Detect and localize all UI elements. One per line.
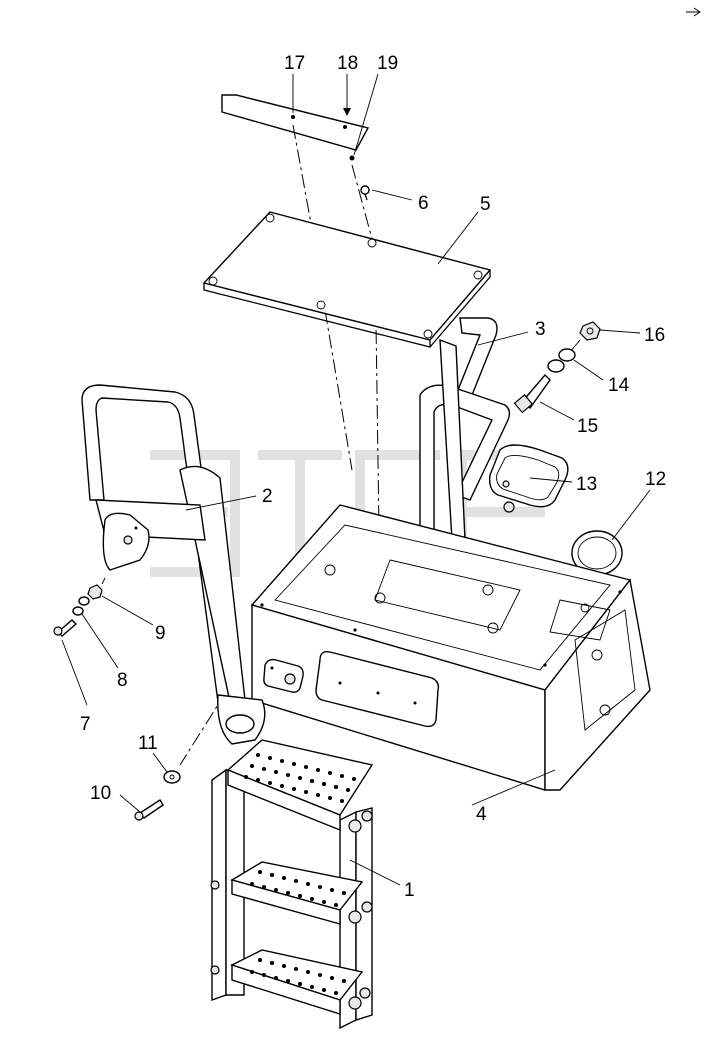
- callout-17: 17: [284, 53, 305, 74]
- callout-10: 10: [90, 783, 111, 804]
- callout-6: 6: [418, 193, 429, 214]
- part-12-round-cap: [571, 530, 623, 576]
- part-16-nut: [579, 321, 601, 341]
- callout-9: 9: [155, 623, 166, 644]
- callout-11: 11: [138, 733, 158, 754]
- callout-3: 3: [535, 319, 546, 340]
- part-15-bolt: [513, 373, 551, 414]
- callout-1: 1: [404, 880, 415, 901]
- callout-14: 14: [608, 375, 630, 396]
- centerline-c: [324, 309, 353, 471]
- part-2-left-handrail: [81, 384, 266, 745]
- part-5-cover-plate: [202, 211, 492, 348]
- corner-arrow-icon: [686, 7, 701, 17]
- part-9-nut: [87, 584, 103, 600]
- part-4-main-box: [250, 504, 651, 791]
- part-17-bracket: [221, 94, 370, 161]
- callout-13: 13: [576, 474, 597, 495]
- callout-15: 15: [577, 416, 598, 437]
- centerline-b: [351, 164, 376, 251]
- callout-16: 16: [644, 325, 665, 346]
- part-10-bolt: [134, 799, 164, 821]
- callout-18: 18: [337, 53, 358, 74]
- part-13-seal-frame: [488, 444, 569, 513]
- leader-lines: [61, 73, 651, 886]
- side-bracket: [263, 658, 304, 693]
- part-6-bolt: [360, 185, 370, 201]
- callout-12: 12: [645, 469, 666, 490]
- part-11-washer: [163, 770, 181, 784]
- part-1-step-ladder: [210, 739, 374, 1030]
- callout-7: 7: [80, 714, 91, 735]
- callout-4: 4: [476, 804, 487, 825]
- axis-9: [101, 577, 106, 585]
- centerline-a: [292, 124, 326, 301]
- part-7-bolt: [53, 619, 78, 637]
- part-8-washers: [72, 596, 90, 616]
- callout-2: 2: [262, 486, 273, 507]
- part-14-washers: [547, 348, 576, 373]
- callout-5: 5: [480, 194, 491, 215]
- callout-8: 8: [117, 670, 128, 691]
- callout-labels: 17 18 19 6 5 3 16 14 15 12 13 2 9 8 7 11…: [80, 53, 666, 901]
- callout-19: 19: [377, 53, 398, 74]
